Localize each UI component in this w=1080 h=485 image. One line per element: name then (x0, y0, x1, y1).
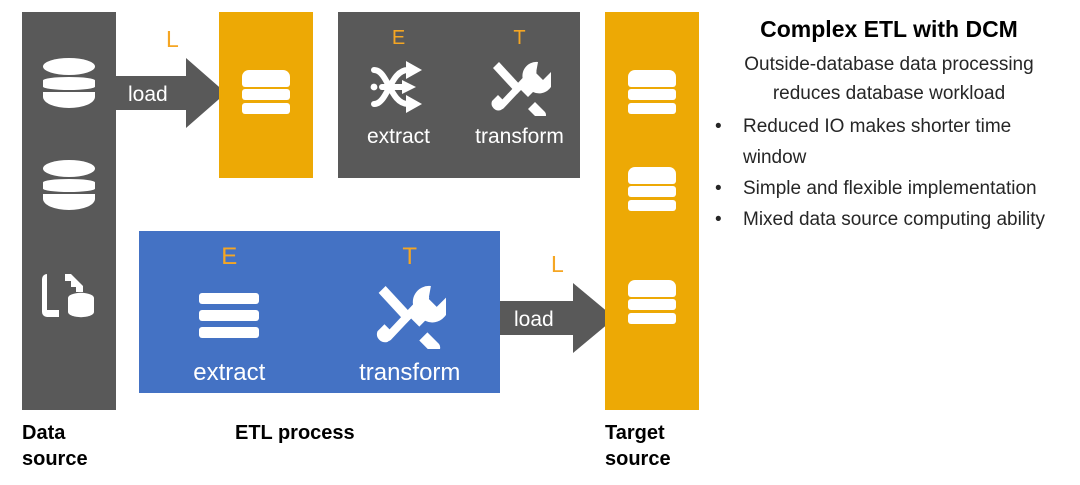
stacked-layers-icon (240, 70, 292, 118)
stacked-layers-icon (626, 70, 678, 118)
blue-etl-transform-caption: transform (359, 359, 461, 386)
blue-etl-cell-extract: E extract (139, 245, 320, 393)
file-database-icon (41, 268, 97, 324)
data-source-label-line1: Data (22, 422, 66, 444)
list-item: • Reduced IO makes shorter time window (709, 112, 1075, 174)
panel-title: Complex ETL with DCM (760, 16, 1018, 42)
stacked-layers-icon (626, 280, 678, 328)
etl-process-label: ETL process (235, 422, 355, 444)
target-source-column (605, 12, 699, 410)
tools-icon (489, 56, 551, 118)
blue-etl-box: E extract T (139, 231, 500, 393)
bullet-marker-icon: • (715, 178, 722, 199)
database-icon (43, 160, 95, 212)
load-arrow-bottom-label: load (514, 308, 554, 331)
gray-etl-transform-caption: transform (475, 125, 564, 148)
blue-etl-extract-caption: extract (193, 359, 266, 386)
list-item: • Simple and flexible implementation (709, 174, 1075, 205)
benefits-list: • Reduced IO makes shorter time window •… (703, 112, 1075, 235)
blue-etl-cell-transform: T transform (320, 245, 501, 393)
data-source-label-line2: source (22, 448, 88, 470)
list-item-text: Reduced IO makes shorter time window (743, 116, 1012, 169)
database-icon (43, 58, 95, 110)
load-arrow-top: load (116, 58, 226, 128)
load-arrow-top-letter: L (166, 26, 179, 52)
target-source-label: Target source (605, 420, 725, 472)
list-item-text: Mixed data source computing ability (743, 208, 1046, 230)
load-arrow-bottom-letter: L (551, 251, 564, 277)
list-item: • Mixed data source computing ability (709, 205, 1075, 236)
gray-etl-box: E extract (338, 12, 580, 178)
shuffle-arrows-icon (368, 56, 430, 118)
target-source-label-line2: source (605, 448, 671, 470)
blue-etl-transform-letter: T (402, 243, 418, 270)
load-arrow-bottom: load (500, 283, 615, 353)
data-source-label: Data source (22, 420, 142, 472)
gray-etl-cell-extract: E extract (338, 28, 459, 178)
blue-etl-extract-letter: E (221, 243, 238, 270)
staging-store-box (219, 12, 313, 178)
bullet-marker-icon: • (715, 208, 722, 230)
gray-etl-transform-letter: T (513, 27, 526, 49)
panel-subtitle: Outside-database data processing reduces… (744, 53, 1034, 105)
stacked-layers-icon (626, 167, 678, 215)
three-bars-icon (199, 279, 260, 351)
gray-etl-extract-letter: E (391, 27, 406, 49)
load-arrow-top-label: load (128, 83, 168, 106)
gray-etl-extract-caption: extract (366, 125, 431, 148)
target-source-label-line1: Target (605, 422, 665, 444)
tools-icon (374, 279, 446, 351)
list-item-text: Simple and flexible implementation (743, 178, 1037, 199)
gray-etl-cell-transform: T transform (459, 28, 580, 178)
data-source-column (22, 12, 116, 410)
bullet-marker-icon: • (715, 116, 722, 138)
description-panel: Complex ETL with DCM Outside-database da… (703, 16, 1075, 436)
